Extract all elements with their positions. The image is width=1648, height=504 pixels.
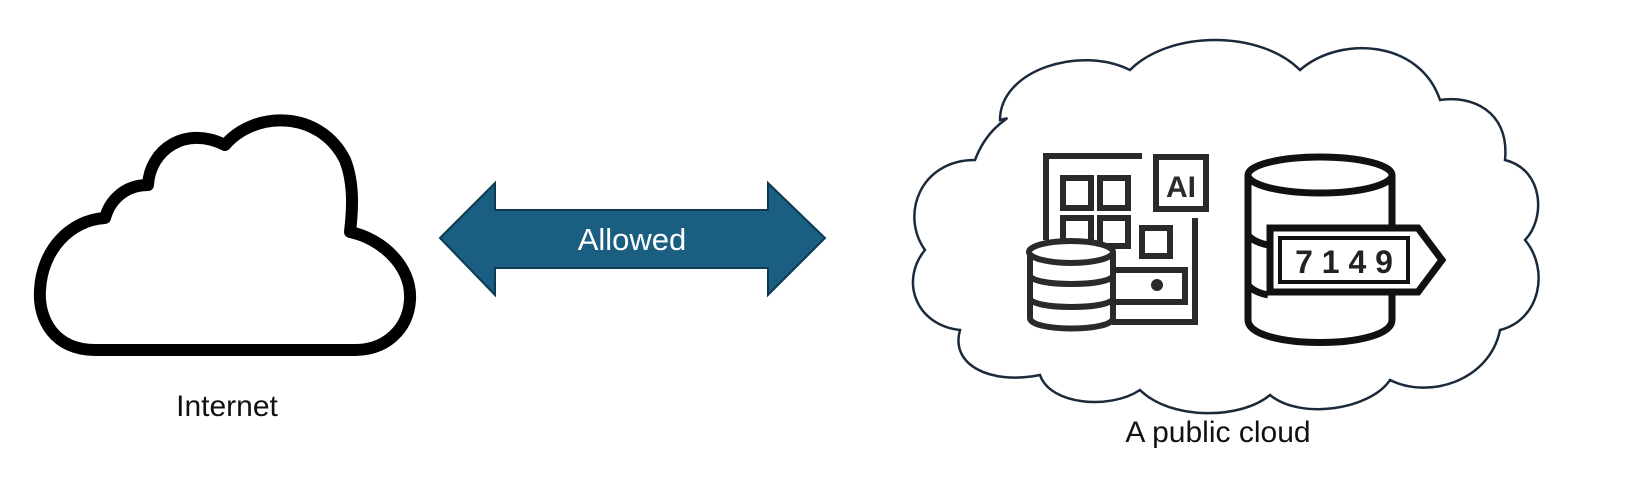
- database-icon: [1026, 238, 1116, 332]
- internet-cloud-icon: [33, 114, 417, 356]
- internet-label: Internet: [176, 390, 278, 423]
- ai-badge-text: AI: [1166, 171, 1196, 204]
- public-cloud-label: A public cloud: [1125, 416, 1311, 449]
- tagged-database-icon: 7 1 4 9: [1244, 153, 1447, 346]
- public-cloud-icon: [911, 38, 1540, 415]
- tag-digits: 7 1 4 9: [1295, 244, 1393, 280]
- ai-grid-icon: AI: [1043, 153, 1209, 325]
- allowed-arrow: Allowed: [438, 180, 827, 298]
- allowed-label: Allowed: [578, 222, 687, 257]
